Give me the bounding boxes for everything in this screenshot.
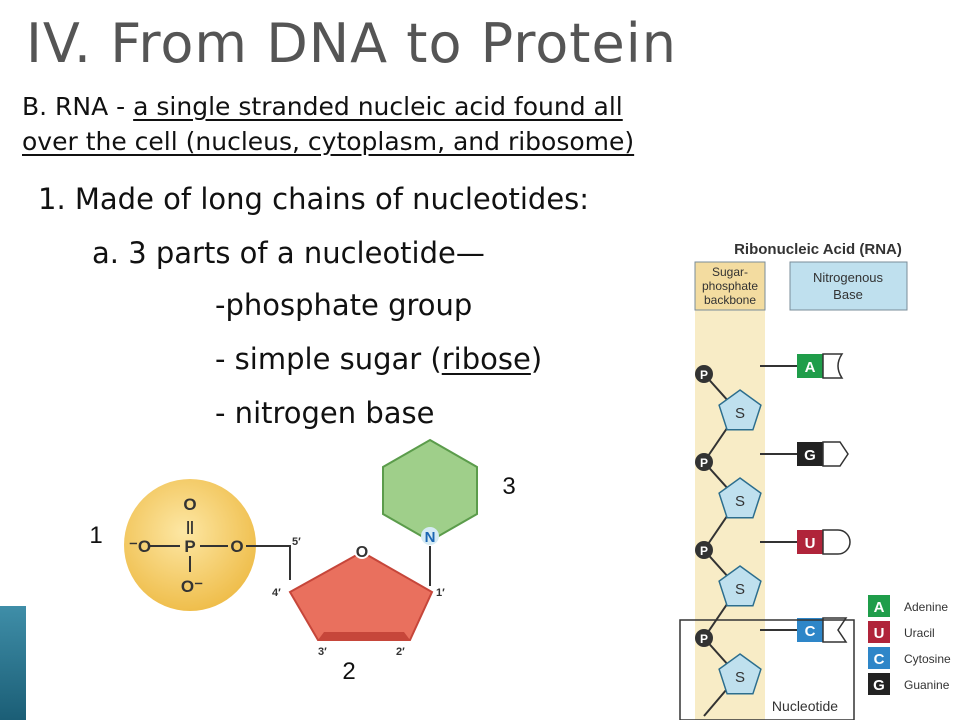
nucleotide-box	[679, 619, 855, 720]
nucleotide-label: Nucleotide	[772, 698, 838, 714]
legend-swatch	[868, 595, 890, 617]
phosphate-symbol: P	[700, 544, 708, 558]
heading-definition-2: over the cell (nucleus, cytoplasm, and r…	[22, 127, 635, 156]
part-sugar-pre: - simple sugar (	[215, 342, 442, 376]
backbone-label-3: backbone	[704, 293, 756, 307]
base-shape	[822, 441, 849, 467]
rna-figure-title: Ribonucleic Acid (RNA)	[734, 241, 902, 258]
phosphate-marker	[695, 629, 713, 647]
legend-letter: G	[873, 677, 885, 694]
part-sugar: - simple sugar (ribose)	[215, 342, 542, 376]
base-letter: G	[804, 447, 816, 464]
part-sugar-ribose: ribose	[441, 342, 531, 376]
phosphate-marker	[695, 453, 713, 471]
phosphate-circle	[124, 479, 256, 611]
part-phosphate: -phosphate group	[215, 288, 473, 322]
legend-name: Guanine	[904, 678, 950, 692]
base-header	[789, 261, 908, 311]
base-tag	[797, 618, 823, 642]
sugar-pentagon	[718, 565, 762, 607]
sugar-symbol: S	[735, 669, 745, 686]
ring-oxygen: O	[356, 544, 368, 561]
legend-name: Cytosine	[904, 652, 951, 666]
sugar-symbol: S	[735, 405, 745, 422]
heading-line-1: B. RNA - a single stranded nucleic acid …	[22, 92, 623, 121]
part-label-3: 3	[502, 473, 515, 500]
phosphate-symbol: P	[700, 368, 708, 382]
base-header-2: Base	[833, 287, 863, 302]
phosphate-symbol: P	[700, 456, 708, 470]
sugar-pentagon	[718, 477, 762, 519]
backbone-label-2: phosphate	[702, 279, 758, 293]
carbon-5: 5′	[292, 536, 301, 548]
part-sugar-post: )	[530, 342, 543, 376]
phosphate-double-bond: ||	[186, 518, 194, 534]
rna-strand: P S A P S G P S U P S C	[695, 353, 851, 717]
legend-swatch	[868, 673, 890, 695]
phosphate-marker	[695, 541, 713, 559]
slide-corner-decoration	[0, 606, 26, 720]
backbone-header	[694, 261, 766, 311]
phosphate-o-bottom: O⁻	[181, 577, 203, 596]
legend-swatch	[868, 647, 890, 669]
base-letter: A	[805, 359, 816, 376]
legend-letter: A	[874, 599, 885, 616]
base-tag	[797, 442, 823, 466]
sugar-symbol: S	[735, 581, 745, 598]
carbon-1: 1′	[436, 587, 445, 599]
backbone-label-1: Sugar-	[712, 265, 748, 279]
legend-name: Uracil	[904, 626, 935, 640]
base-shape	[822, 529, 851, 555]
carbon-4: 4′	[272, 587, 281, 599]
heading-prefix: B. RNA -	[22, 92, 134, 121]
part-label-1: 1	[89, 522, 102, 549]
base-letter: C	[805, 623, 816, 640]
phosphate-o-top: O	[183, 495, 196, 514]
phosphate-o-right: O	[230, 537, 243, 556]
phosphate-marker	[695, 365, 713, 383]
base-shape	[822, 617, 848, 643]
sugar-pentagon	[718, 653, 762, 695]
phosphate-symbol: P	[700, 632, 708, 646]
legend-letter: C	[874, 651, 885, 668]
part-label-2: 2	[342, 658, 355, 685]
point-a: a. 3 parts of a nucleotide—	[92, 236, 485, 270]
base-shape	[822, 353, 844, 379]
base-tag	[797, 354, 823, 378]
sugar-symbol: S	[735, 493, 745, 510]
slide-title: IV. From DNA to Protein	[26, 12, 677, 75]
heading-definition-1: a single stranded nucleic acid found all	[133, 92, 623, 121]
base-header-1: Nitrogenous	[813, 270, 884, 285]
phosphate-o-left: ⁻O	[129, 537, 151, 556]
base-tag	[797, 530, 823, 554]
legend-letter: U	[874, 625, 885, 642]
phosphate-p: P	[184, 537, 195, 556]
base-nitrogen: N	[425, 529, 436, 546]
sugar-pentagon	[718, 389, 762, 431]
carbon-2: 2′	[396, 646, 405, 658]
legend-name: Adenine	[904, 600, 948, 614]
part-nitrogen-base: - nitrogen base	[215, 396, 435, 430]
legend-swatch	[868, 621, 890, 643]
point-1: 1. Made of long chains of nucleotides:	[38, 182, 590, 216]
base-letter: U	[805, 535, 816, 552]
carbon-3: 3′	[318, 646, 327, 658]
